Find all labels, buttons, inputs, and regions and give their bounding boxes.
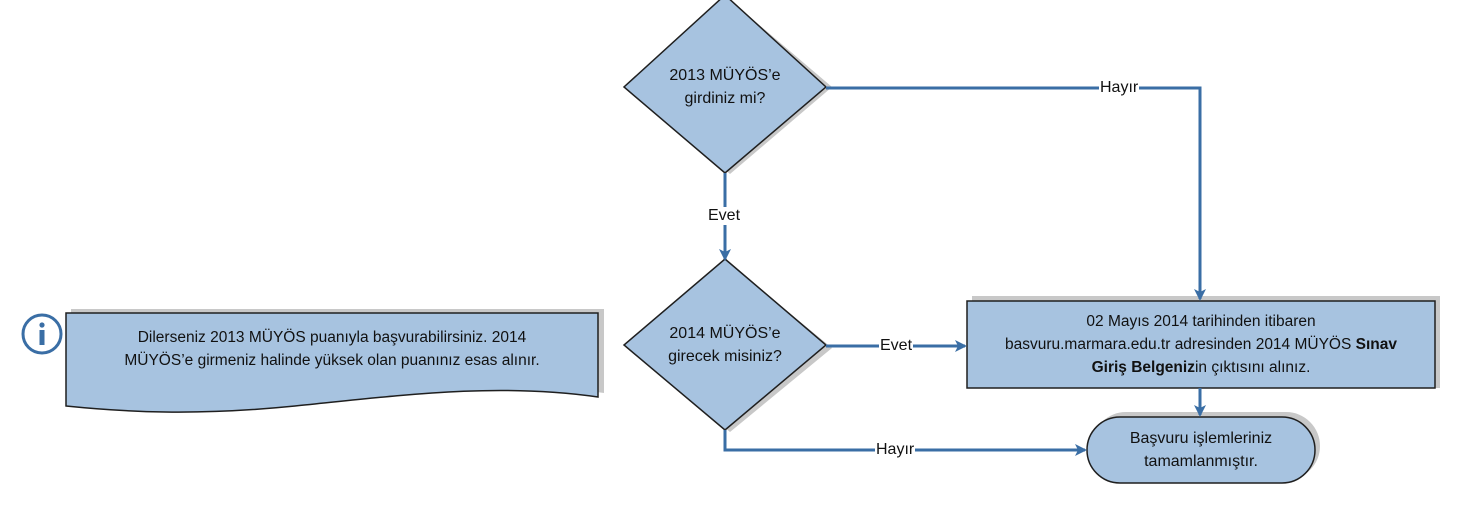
edge-label-d1-yes: Evet	[707, 207, 742, 225]
decision-1-shape	[622, 0, 832, 174]
note-line2: MÜYÖS’e girmeniz halinde yüksek olan pua…	[124, 352, 540, 369]
edge-label-d2-yes: Evet	[879, 337, 914, 355]
decision-1-line2: girdiniz mi?	[684, 90, 766, 107]
connector-d1-no	[826, 86, 1206, 301]
edge-label-d1-no: Hayır	[1099, 79, 1140, 97]
decision-2-text: 2014 MÜYÖS’e girecek misiniz?	[640, 322, 810, 368]
process-line3-bold: Giriş Belgeniz	[1091, 359, 1195, 376]
process-line2: basvuru.marmara.edu.tr adresinden 2014 M…	[970, 333, 1432, 356]
decision-1-line1: 2013 MÜYÖS’e	[669, 67, 781, 84]
process-line3-text: in çıktısını alınız.	[1194, 359, 1311, 376]
note-text: Dilerseniz 2013 MÜYÖS puanıyla başvurabi…	[68, 326, 596, 372]
info-icon	[21, 313, 63, 355]
note-document-shape	[65, 309, 604, 413]
terminal-shape	[1086, 412, 1320, 484]
edge-label-d2-no: Hayır	[875, 441, 916, 459]
connector-d2-no	[723, 430, 1087, 456]
process-line3: Giriş Belgenizin çıktısını alınız.	[970, 356, 1432, 379]
decision-2-shape	[622, 258, 832, 432]
decision-2-line1: 2014 MÜYÖS’e	[669, 325, 781, 342]
process-text: 02 Mayıs 2014 tarihinden itibaren basvur…	[970, 310, 1432, 379]
decision-2-line2: girecek misiniz?	[668, 348, 782, 365]
terminal-line2: tamamlanmıştır.	[1144, 453, 1258, 470]
terminal-text: Başvuru işlemleriniz tamamlanmıştır.	[1090, 427, 1312, 473]
note-line1: Dilerseniz 2013 MÜYÖS puanıyla başvurabi…	[137, 329, 527, 346]
process-line2-text: basvuru.marmara.edu.tr adresinden 2014 M…	[1004, 336, 1356, 353]
process-box-shape	[966, 296, 1440, 389]
terminal-line1: Başvuru işlemleriniz	[1129, 430, 1273, 447]
process-line1: 02 Mayıs 2014 tarihinden itibaren	[1086, 313, 1316, 330]
process-line2-bold: Sınav	[1355, 336, 1397, 353]
decision-1-text: 2013 MÜYÖS’e girdiniz mi?	[640, 64, 810, 110]
